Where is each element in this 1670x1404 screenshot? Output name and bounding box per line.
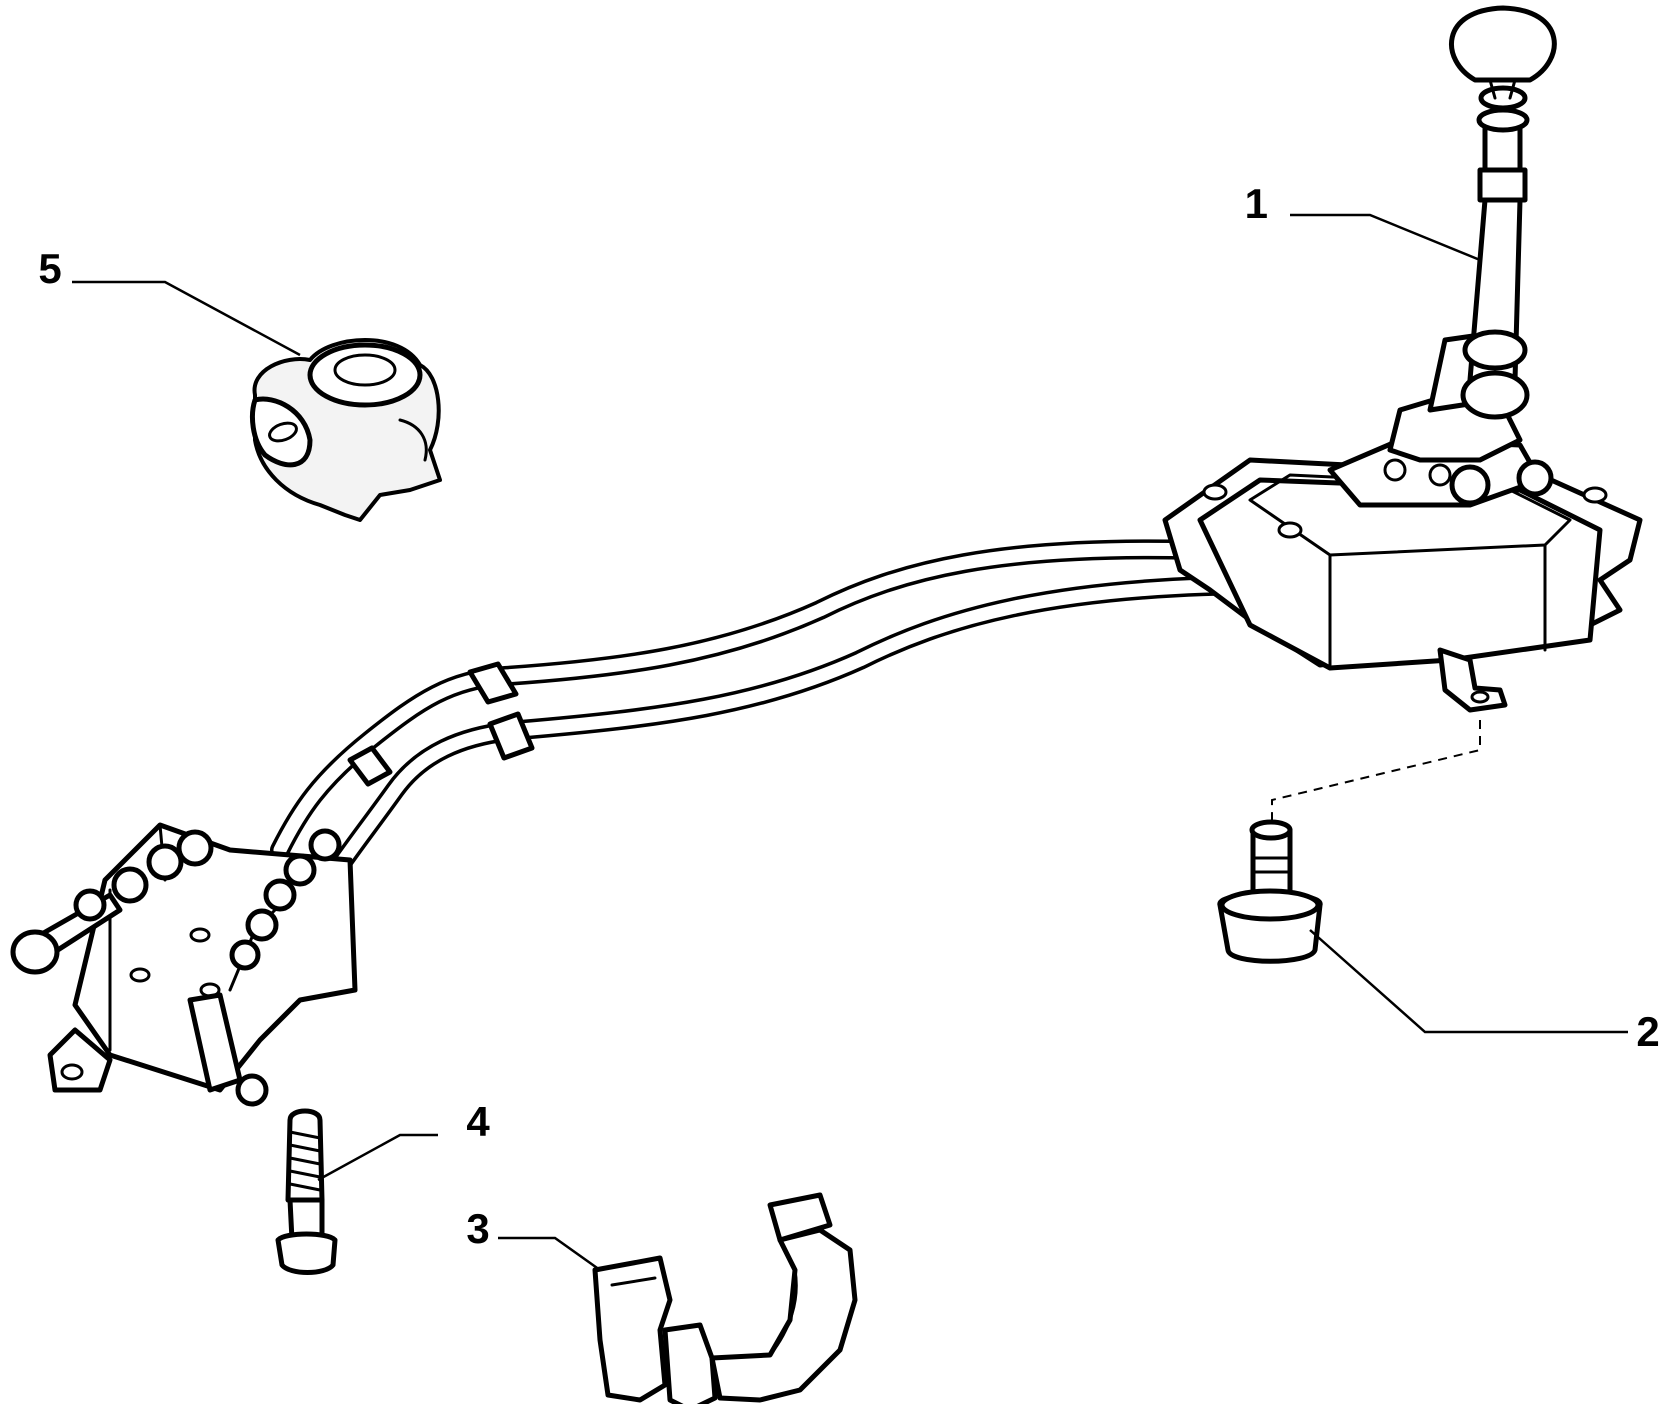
leader-5	[72, 280, 301, 357]
callout-5: 5	[38, 245, 61, 292]
leader-2	[1309, 929, 1628, 1034]
callout-4: 4	[466, 1098, 490, 1145]
callout-2: 2	[1636, 1008, 1659, 1055]
leader-4	[317, 1133, 438, 1182]
gear-lever-assembly	[1162, 5, 1643, 713]
callout-3: 3	[466, 1205, 489, 1252]
threaded-stud	[275, 1108, 338, 1275]
leader-3	[498, 1236, 601, 1272]
cable-bracket	[10, 822, 358, 1107]
callouts: 1 2 3 4 5	[38, 180, 1659, 1252]
leader-lines	[72, 213, 1628, 1272]
bolt-alignment-dashed-line	[1271, 720, 1481, 825]
bush	[250, 338, 442, 522]
leader-1	[1290, 213, 1481, 262]
flanged-bolt	[1217, 819, 1323, 964]
callout-1: 1	[1245, 180, 1268, 227]
gear-cables	[270, 535, 1284, 890]
cable-clip	[592, 1192, 858, 1404]
